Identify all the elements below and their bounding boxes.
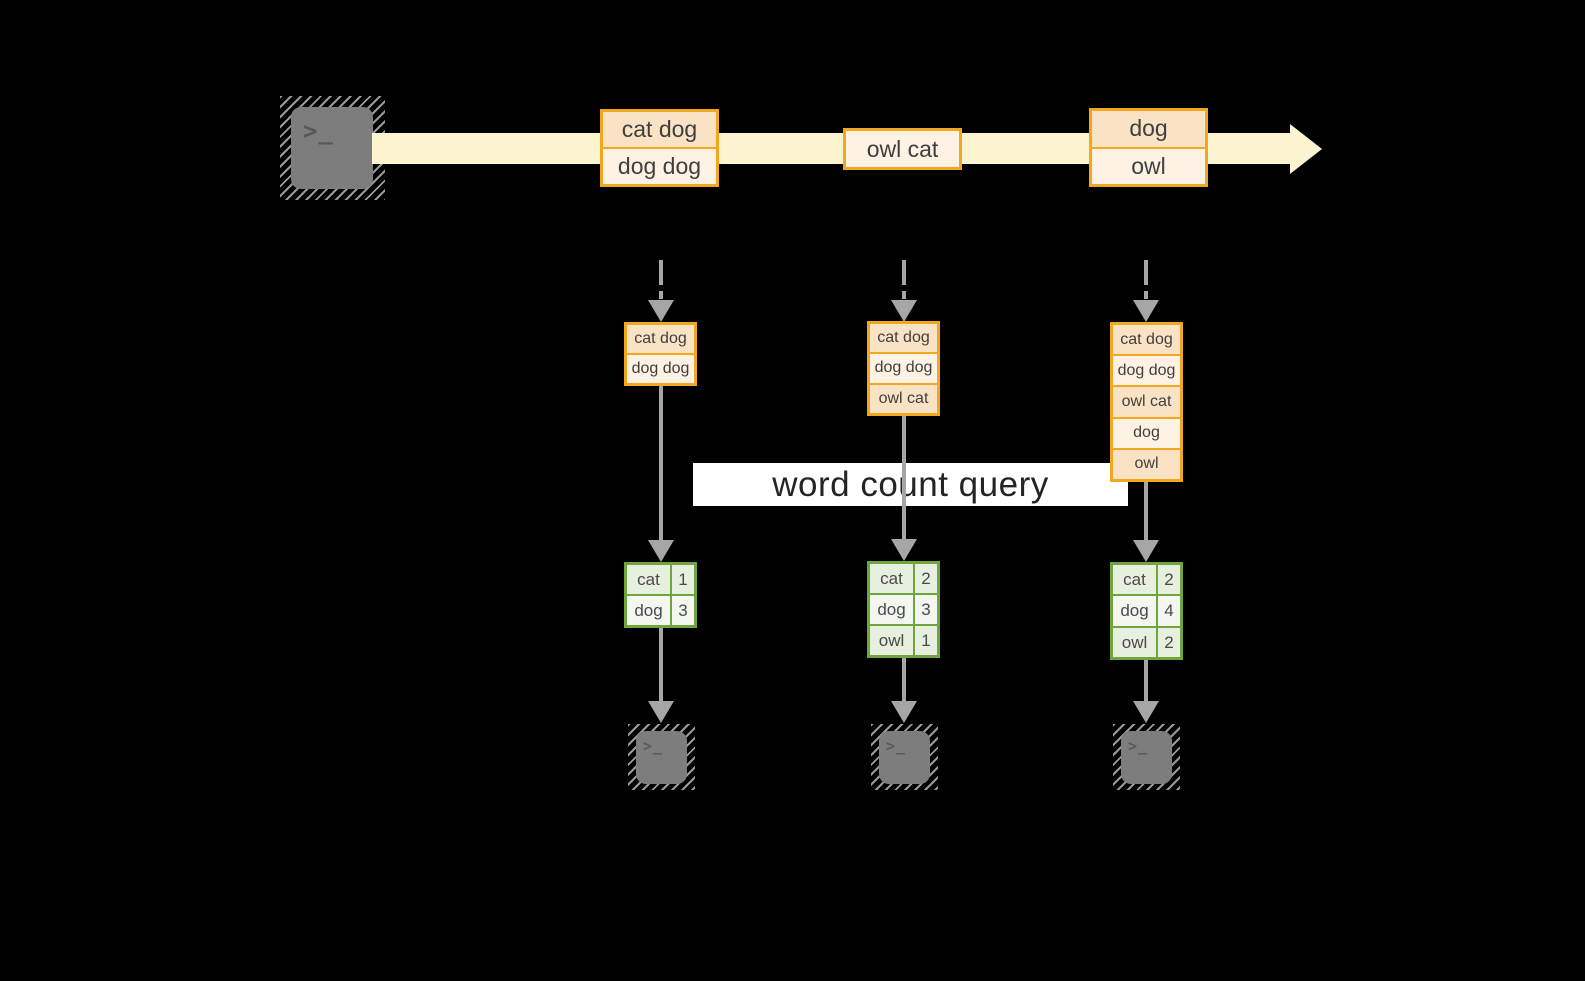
state-cell: cat dog [627,325,694,353]
dashed-arrow [1144,291,1148,299]
state-cell: dog dog [627,355,694,383]
result-word-cell: dog [627,596,670,625]
stream-record: dog owl [1089,108,1208,187]
result-word-cell: dog [870,595,913,624]
result-count-cell: 1 [672,565,694,594]
flow-arrow [1144,660,1148,702]
flow-arrow [659,628,663,702]
arrowhead-icon [648,540,674,562]
arrowhead-icon [1133,540,1159,562]
state-cell: dog dog [1113,356,1180,386]
flow-arrow [902,415,906,540]
state-cell: cat dog [870,324,937,353]
stream-record-cell: owl cat [846,131,959,167]
flow-arrow [1144,482,1148,541]
arrowhead-icon [648,701,674,723]
state-cell: owl cat [870,384,937,413]
stream-record-cell: cat dog [603,112,716,147]
stream-record-cell: dog dog [603,149,716,184]
result-word-cell: cat [870,564,913,593]
flow-arrow [659,386,663,542]
stream-record-cell: dog [1092,111,1205,147]
stream-arrowhead-icon [1290,124,1322,174]
terminal-screen: >_ [1121,731,1172,784]
result-word-cell: cat [1113,565,1156,595]
terminal-prompt-icon: >_ [643,737,664,755]
state-cell: cat dog [1113,325,1180,355]
terminal-screen: >_ [636,731,687,784]
output-terminal-icon: >_ [628,724,695,790]
terminal-screen: >_ [291,107,373,189]
output-terminal-icon: >_ [871,724,938,790]
terminal-screen: >_ [879,731,930,784]
state-cell: dog dog [870,354,937,383]
result-count-cell: 2 [1158,627,1180,657]
terminal-prompt-icon: >_ [303,117,334,145]
arrowhead-icon [891,300,917,322]
state-box: cat dog dog dog [624,322,697,386]
output-terminal-icon: >_ [1113,724,1180,790]
result-word-cell: cat [627,565,670,594]
arrowhead-icon [1133,300,1159,322]
dashed-arrow [1144,260,1148,285]
terminal-prompt-icon: >_ [886,737,907,755]
arrowhead-icon [891,539,917,561]
state-cell: owl cat [1113,387,1180,417]
state-cell: dog [1113,418,1180,448]
result-word-cell: dog [1113,596,1156,626]
result-count-cell: 2 [1158,565,1180,595]
dashed-arrow [659,260,663,285]
result-table: cat 2 dog 4 owl 2 [1110,562,1183,660]
arrowhead-icon [891,701,917,723]
stream-record-cell: owl [1092,148,1205,184]
stream-record: cat dog dog dog [600,109,719,187]
result-table: cat 2 dog 3 owl 1 [867,561,940,658]
state-box: cat dog dog dog owl cat [867,321,940,416]
result-count-cell: 1 [915,626,937,655]
dashed-arrow [902,260,906,285]
result-count-cell: 3 [672,596,694,625]
state-cell: owl [1113,449,1180,479]
state-box: cat dog dog dog owl cat dog owl [1110,322,1183,482]
result-count-cell: 2 [915,564,937,593]
result-word-cell: owl [870,626,913,655]
arrowhead-icon [1133,701,1159,723]
result-table: cat 1 dog 3 [624,562,697,628]
source-terminal-icon: >_ [280,96,385,200]
flow-arrow [902,658,906,702]
arrowhead-icon [648,300,674,322]
dashed-arrow [902,291,906,299]
result-count-cell: 4 [1158,596,1180,626]
result-count-cell: 3 [915,595,937,624]
terminal-prompt-icon: >_ [1128,737,1149,755]
dashed-arrow [659,291,663,299]
query-label-banner: word count query [693,463,1128,506]
stream-record: owl cat [843,128,962,170]
result-word-cell: owl [1113,627,1156,657]
